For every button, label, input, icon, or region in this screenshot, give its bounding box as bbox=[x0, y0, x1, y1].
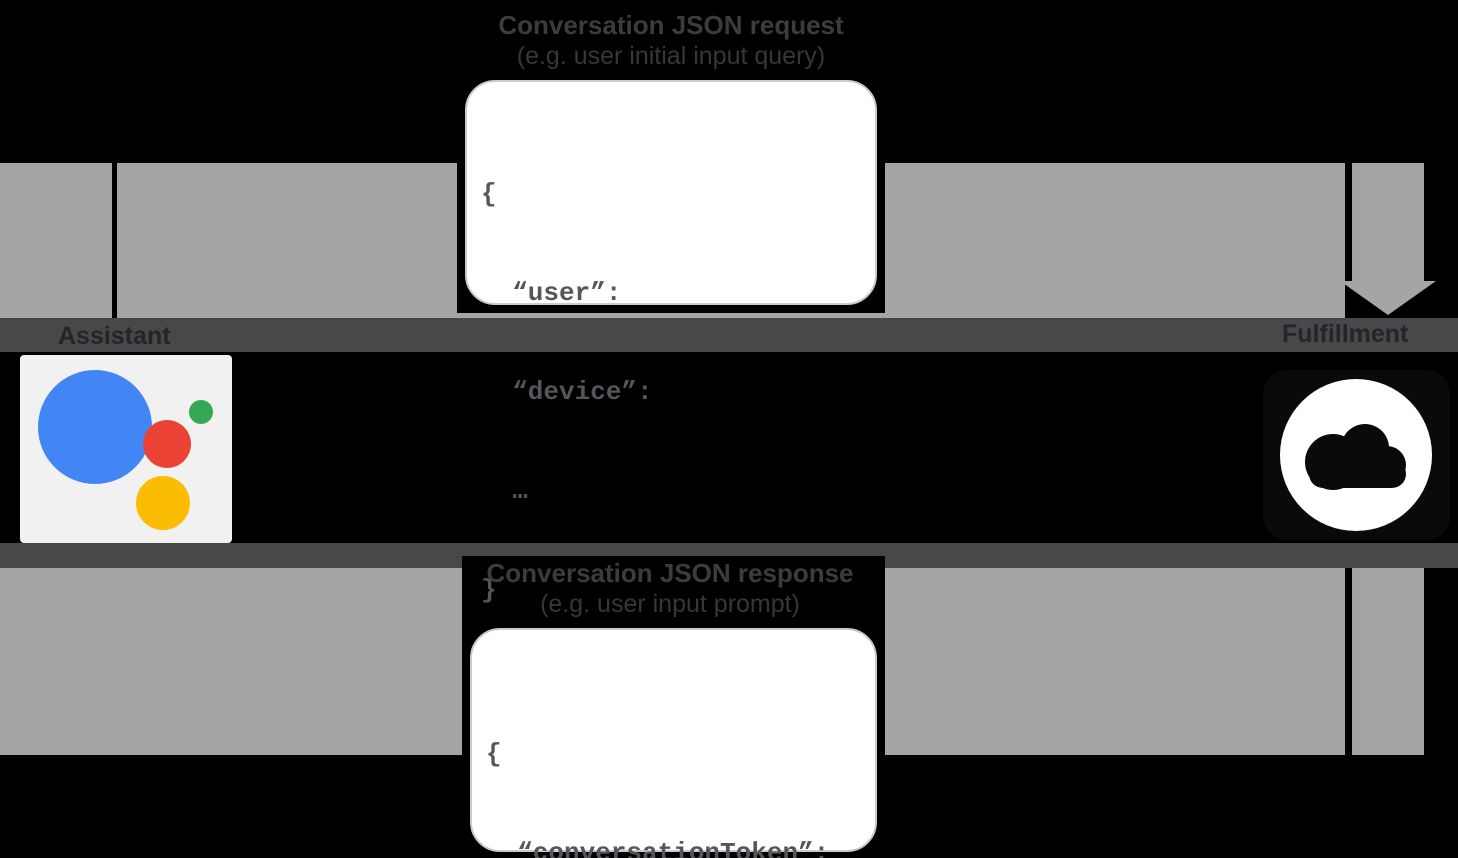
json-line: } bbox=[481, 575, 497, 605]
json-line: … bbox=[481, 476, 528, 506]
json-line: “device”: bbox=[481, 377, 653, 407]
assistant-icon bbox=[20, 355, 232, 543]
json-line: “conversationToken”: bbox=[486, 838, 830, 858]
response-json-code: { “conversationToken”: “userStorage”: … … bbox=[472, 630, 875, 858]
request-arrowhead-icon bbox=[1340, 281, 1436, 315]
json-line: “user”: bbox=[481, 278, 622, 308]
response-elbow-column bbox=[1352, 545, 1424, 755]
node-label-strip-top bbox=[0, 318, 1458, 352]
response-title-line1: Conversation JSON response bbox=[486, 558, 854, 588]
request-json-box: { “user”: “device”: … } bbox=[465, 80, 877, 605]
assistant-red-circle bbox=[143, 420, 191, 468]
request-title-line1: Conversation JSON request bbox=[498, 10, 844, 40]
request-band-start-line bbox=[112, 163, 117, 318]
response-title: Conversation JSON response (e.g. user in… bbox=[420, 558, 920, 620]
json-line: { bbox=[481, 179, 497, 209]
cloud-icon bbox=[1263, 370, 1450, 540]
cloud-icon-graphic bbox=[1280, 379, 1432, 531]
response-json-box: { “conversationToken”: “userStorage”: … … bbox=[470, 628, 877, 858]
request-title-line2: (e.g. user initial input query) bbox=[516, 42, 826, 70]
response-title-line2: (e.g. user input prompt) bbox=[540, 590, 800, 618]
assistant-label: Assistant bbox=[58, 322, 171, 350]
assistant-yellow-circle bbox=[136, 476, 190, 530]
request-elbow-column bbox=[1352, 163, 1424, 281]
request-title: Conversation JSON request (e.g. user ini… bbox=[400, 10, 942, 72]
json-line: { bbox=[486, 739, 502, 769]
assistant-green-circle bbox=[189, 400, 213, 424]
fulfillment-label: Fulfillment bbox=[1282, 320, 1409, 348]
assistant-blue-circle bbox=[38, 370, 152, 484]
request-json-code: { “user”: “device”: … } bbox=[467, 82, 875, 673]
